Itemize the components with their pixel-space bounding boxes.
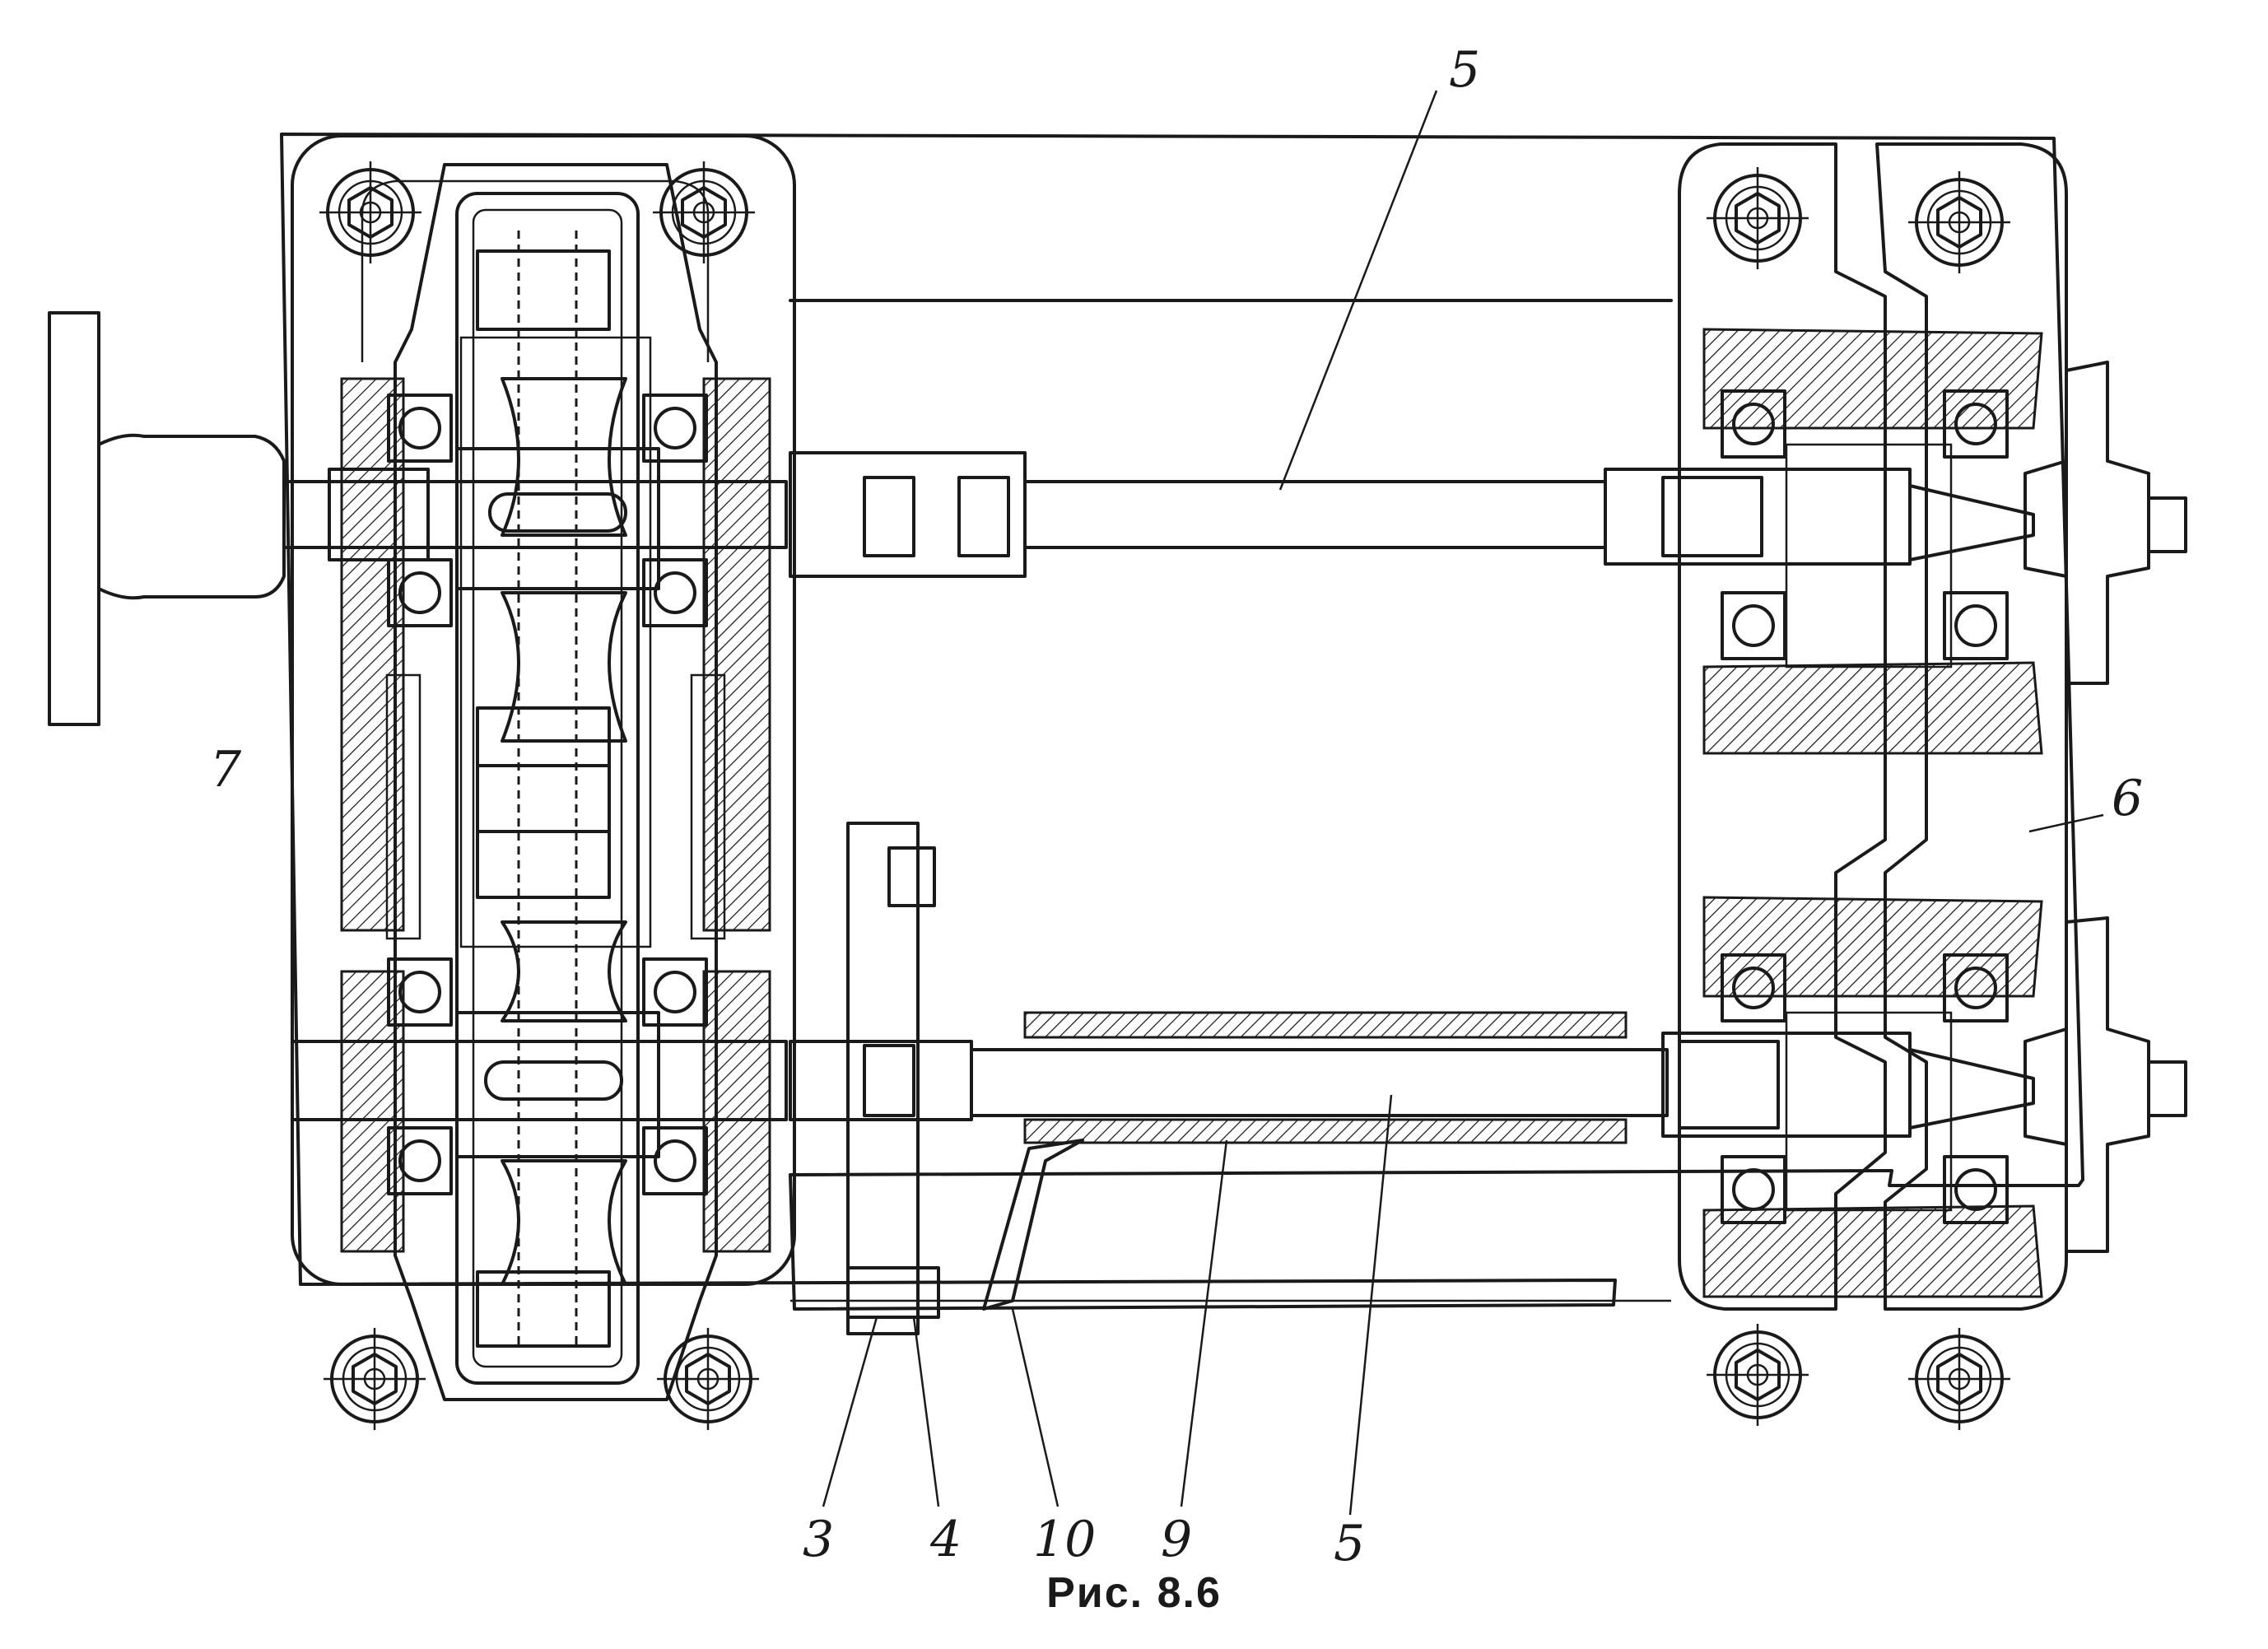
label-9: 9 — [1161, 1511, 1192, 1568]
lower-shaft — [291, 1011, 1669, 1144]
label-6: 6 — [2112, 770, 2143, 827]
label-10: 10 — [1033, 1511, 1096, 1568]
label-5-bottom: 5 — [1334, 1515, 1365, 1572]
disc-assembly — [846, 822, 1084, 1335]
label-5-top: 5 — [1449, 41, 1480, 99]
leader-lines — [822, 90, 2104, 1516]
handwheel — [48, 311, 286, 726]
label-3: 3 — [803, 1511, 834, 1568]
right-support — [1604, 142, 2187, 1311]
upper-shaft — [282, 451, 1607, 578]
label-4: 4 — [929, 1511, 962, 1568]
bearings-right — [1721, 389, 2009, 1224]
label-7: 7 — [210, 741, 242, 799]
part-labels: 5 7 6 3 4 10 9 5 — [210, 41, 2143, 1572]
gearbox-casing — [394, 163, 718, 1401]
figure-caption: Рис. 8.6 — [1046, 1569, 1222, 1617]
